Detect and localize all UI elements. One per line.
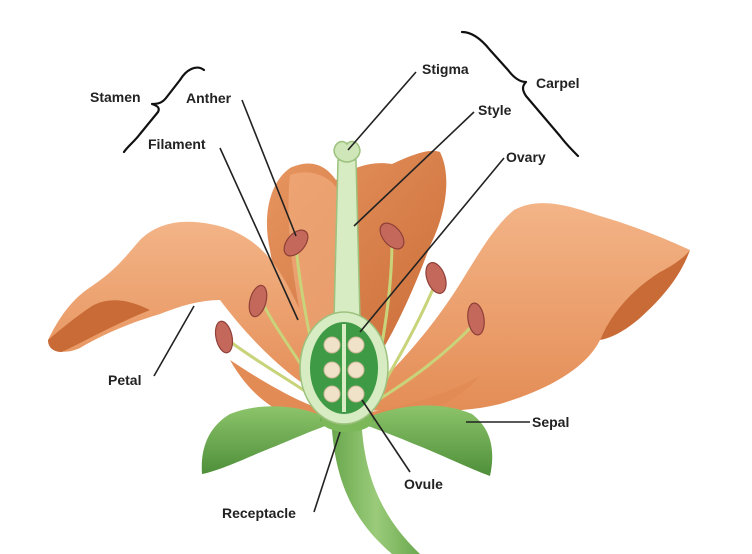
carpel-brace	[460, 30, 580, 158]
label-ovule: Ovule	[404, 476, 443, 492]
petal-right	[360, 203, 690, 412]
label-anther: Anther	[186, 90, 232, 106]
petal-right-fold	[600, 250, 690, 340]
petal-left	[48, 221, 340, 400]
label-ovary: Ovary	[506, 149, 546, 165]
sepal-right	[362, 405, 493, 476]
label-filament: Filament	[148, 136, 206, 152]
leader-lines	[153, 71, 530, 513]
label-style: Style	[478, 102, 512, 118]
label-petal: Petal	[108, 372, 141, 388]
sepal-left	[201, 406, 332, 474]
ovules	[323, 336, 365, 403]
label-sepal: Sepal	[532, 414, 569, 430]
anthers	[214, 222, 485, 354]
stem	[332, 430, 420, 554]
label-carpel: Carpel	[536, 75, 580, 91]
style	[333, 159, 361, 321]
label-stamen: Stamen	[90, 89, 141, 105]
label-stigma: Stigma	[422, 61, 469, 77]
stamen-brace	[122, 66, 206, 154]
label-receptacle: Receptacle	[222, 505, 296, 521]
petal-left-fold	[48, 300, 150, 352]
stigma	[333, 140, 361, 163]
